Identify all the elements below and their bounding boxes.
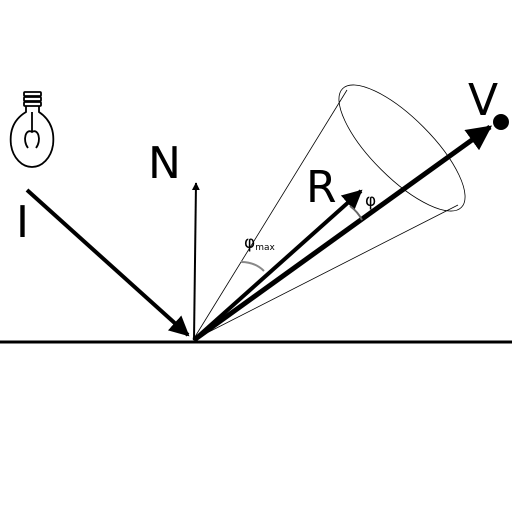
incident-ray xyxy=(25,188,190,337)
phi-arc xyxy=(349,205,363,221)
label-v: V xyxy=(468,75,498,126)
label-phi-max: φmax xyxy=(244,233,276,253)
reflected-ray xyxy=(192,189,363,342)
label-n: N xyxy=(148,138,181,189)
label-r: R xyxy=(306,162,337,213)
normal-vector xyxy=(191,182,200,341)
phi-max-arc xyxy=(240,261,265,272)
reflection-cone xyxy=(192,84,466,341)
label-i: I xyxy=(16,197,29,248)
view-ray xyxy=(192,124,493,343)
label-phi: φ xyxy=(365,191,376,211)
light-bulb-icon xyxy=(9,91,55,168)
viewer-point xyxy=(493,114,509,130)
